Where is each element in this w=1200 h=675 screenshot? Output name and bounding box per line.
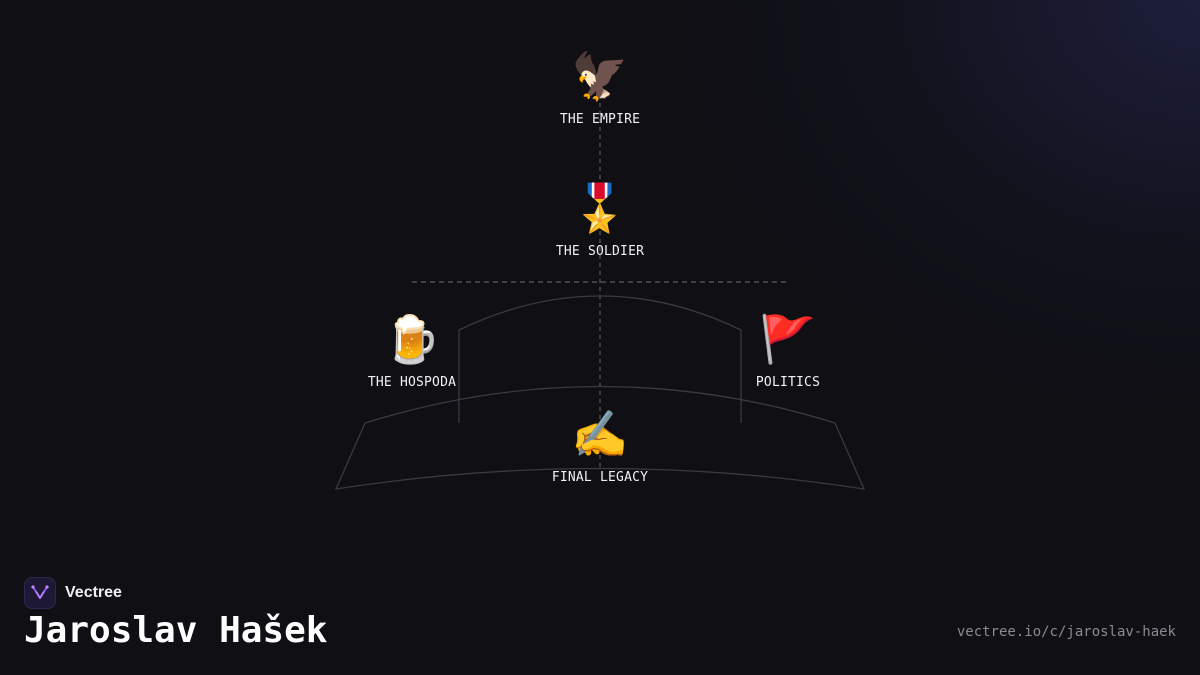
medal-icon: 🎖️ xyxy=(571,181,629,235)
node-label-legacy: FINAL LEGACY xyxy=(551,470,649,485)
eagle-icon: 🦅 xyxy=(571,49,629,103)
source-url[interactable]: vectree.io/c/jaroslav-haek xyxy=(956,624,1176,640)
node-label-soldier: THE SOLDIER xyxy=(555,244,645,259)
vectree-logo-icon xyxy=(24,577,56,609)
red-flag-icon: 🚩 xyxy=(759,312,817,366)
node-label-hospoda: THE HOSPODA xyxy=(367,375,457,390)
writing-hand-icon: ✍️ xyxy=(571,407,629,461)
node-soldier[interactable]: 🎖️ THE SOLDIER xyxy=(520,180,680,259)
node-politics[interactable]: 🚩 POLITICS xyxy=(708,311,868,390)
node-label-politics: POLITICS xyxy=(755,375,821,390)
inner-arch xyxy=(458,295,742,423)
beer-mug-icon: 🍺 xyxy=(383,312,441,366)
node-empire[interactable]: 🦅 THE EMPIRE xyxy=(520,48,680,127)
brand-name: Vectree xyxy=(65,584,122,601)
brand[interactable]: Vectree xyxy=(24,577,122,609)
node-legacy[interactable]: ✍️ FINAL LEGACY xyxy=(520,406,680,485)
node-hospoda[interactable]: 🍺 THE HOSPODA xyxy=(332,311,492,390)
node-label-empire: THE EMPIRE xyxy=(559,112,641,127)
outer-shield xyxy=(334,385,866,490)
page-title: Jaroslav Hašek xyxy=(24,610,328,651)
